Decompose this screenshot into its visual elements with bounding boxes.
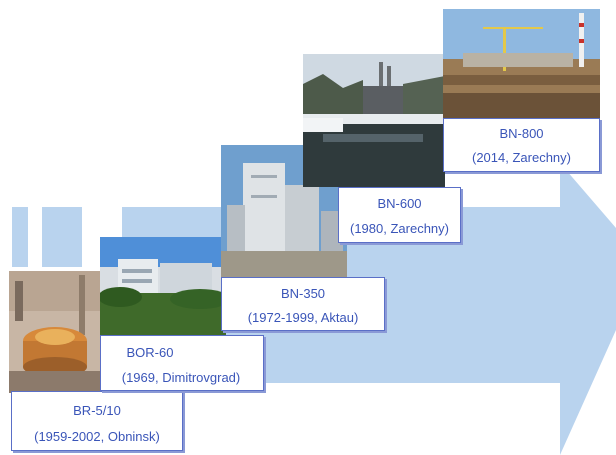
photo-br-5-10 <box>9 271 100 393</box>
label-bn-800-name: BN-800 <box>499 126 544 141</box>
photo-bn-600 <box>303 54 445 187</box>
label-bn-350-details: (1972-1999, Aktau) <box>247 310 359 325</box>
label-bor-60: BOR-60 (1969, Dimitrovgrad) <box>100 335 264 391</box>
label-bn-600-name: BN-600 <box>377 196 422 211</box>
arrow-segment-2 <box>42 207 82 267</box>
photo-bn-800 <box>443 9 600 118</box>
arrow-segment-1 <box>12 207 28 267</box>
label-bor-60-details: (1969, Dimitrovgrad) <box>121 370 241 385</box>
label-br-5-10-details: (1959-2002, Obninsk) <box>34 429 160 444</box>
photo-bor-60 <box>100 237 226 335</box>
label-bor-60-name: BOR-60 <box>126 345 174 360</box>
label-bn-800: BN-800 (2014, Zarechny) <box>443 118 600 172</box>
label-bn-350-name: BN-350 <box>280 286 326 301</box>
label-bn-800-details: (2014, Zarechny) <box>472 150 571 165</box>
label-bn-350: BN-350 (1972-1999, Aktau) <box>221 277 385 331</box>
label-br-5-10-name: BR-5/10 <box>73 403 121 418</box>
label-br-5-10: BR-5/10 (1959-2002, Obninsk) <box>11 391 183 451</box>
label-bn-600-details: (1980, Zarechny) <box>350 221 449 236</box>
label-bn-600: BN-600 (1980, Zarechny) <box>338 187 461 243</box>
